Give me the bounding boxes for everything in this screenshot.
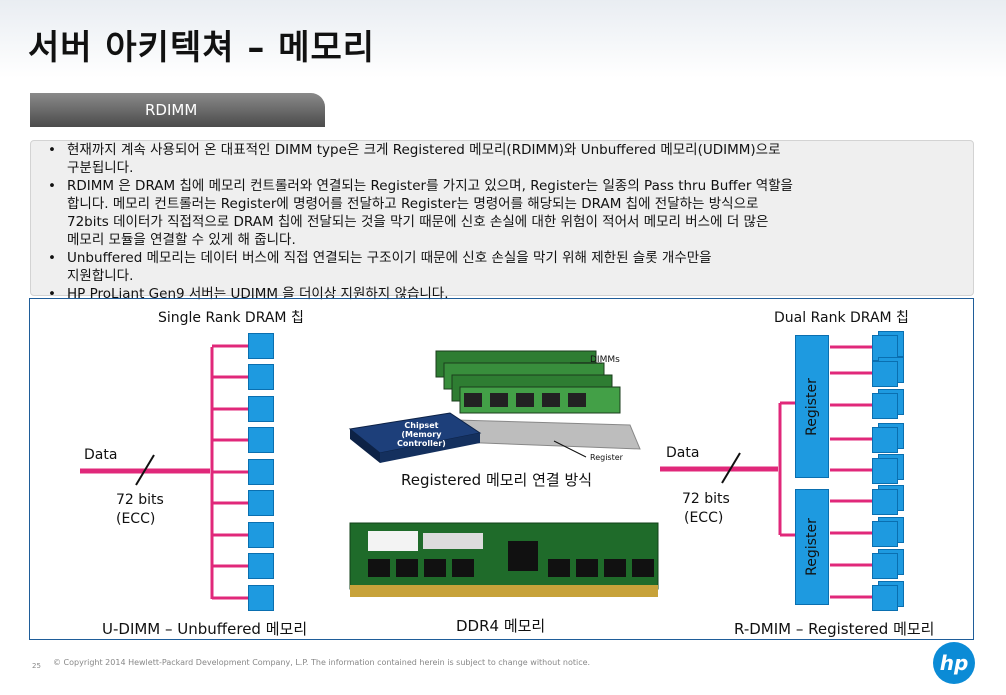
- memory-diagram: Single Rank DRAM 칩 Data 72 bits (ECC) U-…: [29, 298, 974, 640]
- dram-chip-rank1: [872, 458, 898, 484]
- bullet-line: 합니다. 메모리 컨트롤러는 Register에 명령어를 전달하고 Regis…: [67, 196, 759, 212]
- dram-chip-rank1: [872, 427, 898, 453]
- section-tab-label: RDIMM: [145, 101, 198, 119]
- dram-chip: [248, 333, 274, 359]
- rdimm-chip-links: [830, 345, 872, 599]
- dram-chip: [248, 585, 274, 611]
- dram-chip: [248, 364, 274, 390]
- dram-chip: [248, 553, 274, 579]
- dram-chip-rank1: [872, 585, 898, 611]
- section-tab: RDIMM: [30, 93, 325, 127]
- registered-connection-illustration: [348, 350, 641, 463]
- bullet-list: 현재까지 계속 사용되어 온 대표적인 DIMM type은 크게 Regist…: [31, 141, 973, 303]
- rdimm-data-label: Data: [666, 445, 700, 461]
- bullet-line: 지원합니다.: [67, 268, 134, 284]
- rdimm-slash: [721, 452, 741, 484]
- dram-chip: [248, 427, 274, 453]
- center-register-label: Register: [590, 453, 623, 462]
- udimm-ecc-label: (ECC): [116, 511, 156, 527]
- udimm-data-label: Data: [84, 447, 118, 463]
- rdimm-register-top: Register: [795, 335, 829, 478]
- udimm-slash: [135, 454, 155, 486]
- bullet-box: 현재까지 계속 사용되어 온 대표적인 DIMM type은 크게 Regist…: [30, 140, 974, 303]
- bullet-item: Unbuffered 메모리는 데이터 버스에 직접 연결되는 구조이기 때문에…: [31, 249, 973, 285]
- method-caption: Registered 메모리 연결 방식: [401, 471, 593, 489]
- bullet-line: Unbuffered 메모리는 데이터 버스에 직접 연결되는 구조이기 때문에…: [67, 250, 712, 266]
- hp-logo: hp: [933, 642, 975, 684]
- chipset-label: Chipset (Memory Controller): [397, 421, 446, 448]
- module-caption: DDR4 메모리: [456, 617, 546, 635]
- dram-chip-rank1: [872, 393, 898, 419]
- bullet-line: 현재까지 계속 사용되어 온 대표적인 DIMM type은 크게 Regist…: [67, 142, 781, 158]
- rdimm-chip-label: Dual Rank DRAM 칩: [774, 310, 909, 326]
- bullet-line: RDIMM 은 DRAM 칩에 메모리 컨트롤러와 연결되는 Register를…: [67, 178, 793, 194]
- dram-chip-rank1: [872, 335, 898, 361]
- dram-chip: [248, 396, 274, 422]
- rdimm-register-bottom: Register: [795, 489, 829, 605]
- udimm-bits-label: 72 bits: [116, 492, 164, 508]
- dram-chip: [248, 459, 274, 485]
- register-top-label: Register: [804, 377, 820, 436]
- rdimm-bus-diagram: [660, 345, 872, 599]
- page-number: 25: [32, 662, 41, 670]
- dram-chip: [248, 522, 274, 548]
- dimm-stack: [435, 350, 621, 414]
- udimm-chip-label: Single Rank DRAM 칩: [158, 310, 304, 326]
- register-bottom-label: Register: [804, 518, 820, 576]
- bullet-line: 메모리 모듈을 연결할 수 있게 해 줍니다.: [67, 232, 296, 248]
- udimm-bus-diagram: [80, 344, 248, 600]
- bullet-item: RDIMM 은 DRAM 칩에 메모리 컨트롤러와 연결되는 Register를…: [31, 177, 973, 249]
- dram-chip: [248, 490, 274, 516]
- copyright-text: © Copyright 2014 Hewlett-Packard Develop…: [53, 658, 591, 667]
- header-band: [0, 0, 1006, 78]
- dimms-label: DIMMs: [590, 355, 620, 365]
- dram-chip-rank1: [872, 553, 898, 579]
- udimm-caption: U-DIMM – Unbuffered 메모리: [102, 620, 308, 638]
- slide-title: 서버 아키텍쳐 – 메모리: [28, 28, 376, 68]
- register-pointer: [553, 440, 587, 458]
- rdimm-ecc-label: (ECC): [684, 510, 724, 526]
- bullet-item: 현재까지 계속 사용되어 온 대표적인 DIMM type은 크게 Regist…: [31, 141, 973, 177]
- bullet-line: 72bits 데이터가 직접적으로 DRAM 칩에 전달되는 것을 막기 때문에…: [67, 214, 769, 230]
- dram-chip-rank1: [872, 521, 898, 547]
- rdimm-bits-label: 72 bits: [682, 491, 730, 507]
- dram-chip-rank1: [872, 489, 898, 515]
- bullet-line: 구분됩니다.: [67, 160, 134, 176]
- rdimm-caption: R-DMIM – Registered 메모리: [734, 620, 935, 638]
- ddr4-module-photo: [349, 522, 659, 597]
- dram-chip-rank1: [872, 361, 898, 387]
